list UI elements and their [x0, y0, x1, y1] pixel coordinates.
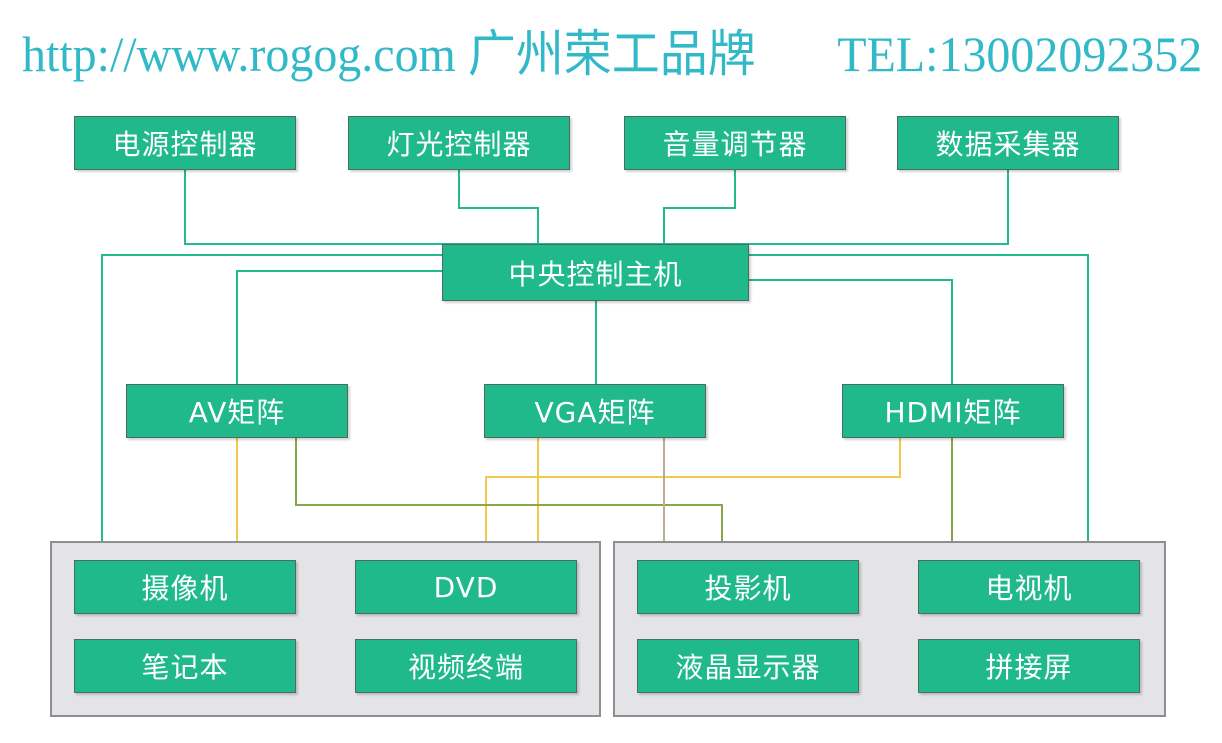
line-power-controller	[184, 170, 1009, 245]
device-splicing-screen: 拼接屏	[918, 639, 1140, 693]
central-control-host: 中央控制主机	[442, 244, 749, 301]
device-dvd: DVD	[355, 560, 577, 614]
line-host-hdmi	[749, 279, 953, 384]
line-lighting-controller	[458, 170, 539, 244]
device-projector: 投影机	[637, 560, 859, 614]
header-url[interactable]: http://www.rogog.com	[22, 26, 456, 82]
header-tel: TEL:13002092352	[837, 26, 1203, 82]
device-lighting-controller: 灯光控制器	[348, 116, 570, 170]
line-host-av	[236, 270, 442, 384]
line-host-right-bus	[749, 254, 1089, 541]
line-host-left-bus	[101, 254, 442, 541]
device-laptop: 笔记本	[74, 639, 296, 693]
matrix-hdmi: HDMI矩阵	[842, 384, 1064, 438]
line-hdmi-yellow	[485, 438, 901, 541]
device-volume-controller: 音量调节器	[624, 116, 846, 170]
device-lcd-display: 液晶显示器	[637, 639, 859, 693]
line-volume-controller	[663, 170, 736, 244]
header-banner: http://www.rogog.com 广州荣工品牌 TEL:13002092…	[22, 14, 1202, 94]
device-camera: 摄像机	[74, 560, 296, 614]
device-power-controller: 电源控制器	[74, 116, 296, 170]
device-data-collector: 数据采集器	[897, 116, 1119, 170]
line-av-olive	[295, 438, 723, 541]
header-brand: 广州荣工品牌	[467, 26, 756, 82]
device-video-terminal: 视频终端	[355, 639, 577, 693]
matrix-av: AV矩阵	[126, 384, 348, 438]
matrix-vga: VGA矩阵	[484, 384, 706, 438]
device-tv: 电视机	[918, 560, 1140, 614]
